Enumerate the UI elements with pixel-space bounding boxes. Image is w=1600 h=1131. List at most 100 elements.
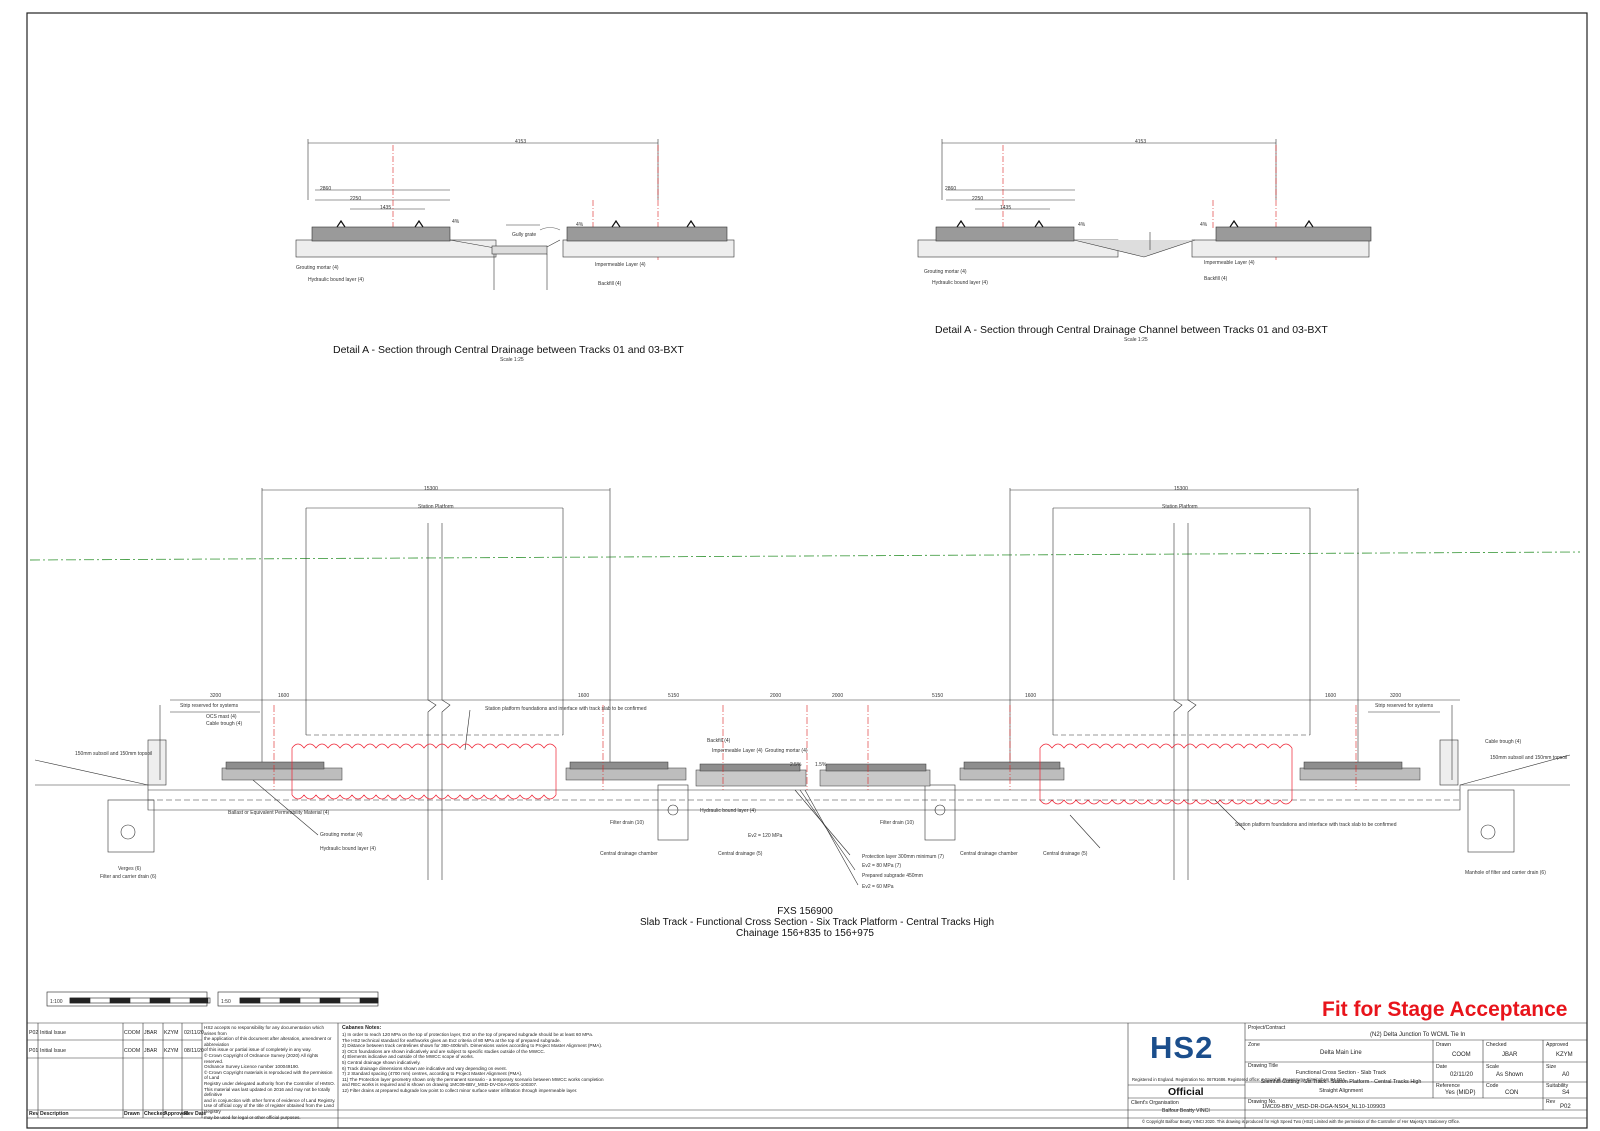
legal-text: HS2 accepts no responsibility for any do… — [204, 1025, 336, 1120]
official-label: Official — [1168, 1086, 1204, 1098]
rev-label: Rev — [1546, 1099, 1556, 1105]
suitability-value: S4 — [1562, 1090, 1570, 1096]
note-line: 6) Track drainage dimensions shown are i… — [342, 1065, 507, 1071]
legal-line: HS2 accepts no responsibility for any do… — [204, 1025, 325, 1036]
suitability-label: Suitability — [1546, 1083, 1569, 1089]
note-line: 3) OCS foundations are shown indicativel… — [342, 1048, 545, 1054]
revision-cell-approved: KZYM — [164, 1030, 179, 1036]
dim-label: 5150 — [668, 693, 680, 699]
central-drainage-label: Central drainage (5) — [1043, 851, 1088, 857]
revision-header: Rev — [29, 1111, 39, 1117]
hs2-logo: HS2 — [1150, 1030, 1214, 1065]
ev2-120-label: Ev2 = 120 MPa — [748, 833, 783, 839]
main-section-chainage: Chainage 156+835 to 156+975 — [736, 928, 874, 939]
slope-label: 4% — [1200, 222, 1208, 228]
grouting-mortar-label: Grouting mortar (4) — [924, 269, 967, 275]
scale-bar-label: 1:100 — [50, 999, 63, 1005]
ground-line — [29, 551, 1581, 561]
note-line: 4) Elements indicative and outside of th… — [342, 1054, 475, 1060]
revision-cell-rev: P02 — [29, 1030, 39, 1036]
detail-right — [917, 139, 1372, 260]
sheet-border — [26, 12, 1588, 1129]
scale-bar-label: 1:50 — [221, 999, 231, 1005]
legal-line: Registry under delegated authority from … — [204, 1080, 335, 1086]
dim-label: 1600 — [1025, 693, 1037, 699]
revision-cell-checked: JBAR — [144, 1030, 158, 1036]
dim-label: 2860 — [945, 186, 957, 192]
revision-header: Description — [40, 1111, 69, 1117]
slope-label: 4% — [576, 222, 584, 228]
dim-label: 4153 — [1135, 139, 1147, 145]
dim-label: 1600 — [278, 693, 290, 699]
legal-line: © Crown Copyright of Ordnance Survey (20… — [204, 1052, 319, 1064]
hydraulic-bound-label: Hydraulic bound layer (4) — [700, 808, 756, 814]
dim-label: 2860 — [320, 186, 332, 192]
main-section — [29, 488, 1581, 886]
dim-label: 2250 — [972, 196, 984, 202]
drawn-value: COOM — [1452, 1052, 1471, 1058]
revision-cell-description: Initial Issue — [40, 1048, 66, 1054]
drawing-title-line: Sliemhill Cutting - Six Track - Station … — [1260, 1079, 1422, 1085]
revision-cell-drawn: COOM — [124, 1030, 141, 1036]
dim-label: 15300 — [1174, 486, 1188, 492]
revision-header: Rev Date — [184, 1111, 207, 1117]
drawing-no-value: 1MC09-BBV_MSD-DR-DGA-NS04_NL10-109903 — [1262, 1104, 1386, 1110]
dim-label: 2000 — [770, 693, 782, 699]
approved-label: Approved — [1546, 1042, 1569, 1048]
note-line: The HS2 technical standard for earthwork… — [342, 1037, 561, 1043]
cable-trough-label: Cable trough (4) — [206, 721, 243, 727]
impermeable-layer-label: Impermeable Layer (4) — [595, 262, 646, 268]
project-label: Project/Contract — [1248, 1025, 1286, 1031]
main-section-title: Slab Track - Functional Cross Section - … — [640, 917, 994, 928]
central-drainage-chamber-label: Central drainage chamber — [600, 851, 658, 857]
drawing-no-label: Drawing No. — [1248, 1099, 1277, 1105]
legal-line: © Crown Copyright materials is reproduce… — [204, 1069, 333, 1081]
platform-foundations-label: Station platform foundations and interfa… — [485, 706, 647, 712]
rev-value: P02 — [1560, 1104, 1571, 1110]
revision-cell-date: 02/11/20 — [184, 1030, 204, 1036]
revision-cell-date: 08/11/20 — [184, 1048, 204, 1054]
revision-header: Checked — [144, 1111, 166, 1117]
note-line: 2) Distance between track centrelines sh… — [342, 1043, 603, 1049]
dim-label: 3200 — [210, 693, 222, 699]
approved-value: KZYM — [1556, 1052, 1573, 1058]
checked-label: Checked — [1486, 1042, 1507, 1048]
hydraulic-bound-label: Hydraulic bound layer (4) — [932, 280, 988, 286]
scale-bars — [46, 991, 379, 1007]
prepared-subgrade-label: Prepared subgrade 450mm — [862, 873, 923, 879]
drawing-title-label: Drawing Title — [1248, 1063, 1278, 1069]
code-value: CON — [1505, 1090, 1519, 1096]
filter-drain-label: Filter drain (10) — [610, 820, 644, 826]
notes-title: Cabanes Notes: — [342, 1025, 382, 1031]
note-line: 1) In order to reach 120 MPa on the top … — [342, 1032, 594, 1037]
grouting-mortar-label: Grouting mortar (4) — [320, 832, 363, 838]
detail-right-scale: Scale 1:25 — [1124, 337, 1148, 343]
detail-right-title: Detail A - Section through Central Drain… — [935, 324, 1328, 336]
slope-label: 4% — [1078, 222, 1086, 228]
topsoil-label: 150mm subsoil and 150mm topsoil — [75, 751, 153, 757]
checked-value: JBAR — [1502, 1052, 1518, 1058]
title-block-grid — [27, 1022, 1587, 1128]
code-label: Code — [1486, 1083, 1499, 1089]
note-line: 5) Central drainage shown indicatively. — [342, 1059, 421, 1065]
station-platform-label: Station Platform — [1162, 504, 1198, 510]
impermeable-layer-label: Impermeable Layer (4) — [712, 748, 763, 754]
zone-value: Delta Main Line — [1320, 1050, 1362, 1056]
revision-header: Approved — [164, 1111, 189, 1117]
slope-label: 4% — [452, 219, 460, 225]
revision-cell-checked: JBAR — [144, 1048, 158, 1054]
size-label: Size — [1546, 1064, 1557, 1070]
slope-label: 1.5% — [815, 762, 827, 768]
date-value: 02/11/20 — [1450, 1072, 1473, 1078]
dim-label: 1600 — [1325, 693, 1337, 699]
verges-label: Verges (6) — [118, 866, 142, 872]
note-line: 11) The Protection layer geometry shown … — [342, 1076, 604, 1082]
status-stamp: Fit for Stage Acceptance — [1322, 998, 1568, 1021]
backfill-label: Backfill (4) — [1204, 276, 1228, 282]
drawn-label: Drawn — [1436, 1042, 1451, 1048]
grouting-mortar-label: Grouting mortar (4) — [296, 265, 339, 271]
note-line: 7) 2 Standard spacing (4700 mm) centres,… — [342, 1071, 523, 1077]
backfill-label: Backfill (4) — [598, 281, 622, 287]
